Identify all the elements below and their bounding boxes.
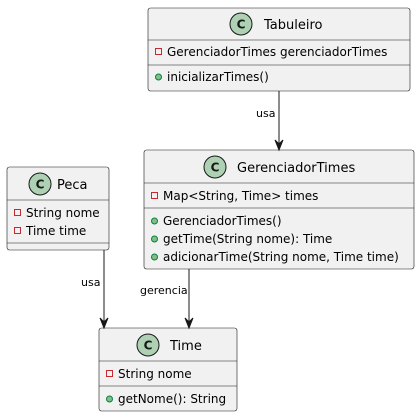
- attribute-row: String nome: [14, 206, 100, 220]
- private-visibility-icon: [14, 227, 21, 234]
- class-gerenciador-times-name: GerenciadorTimes: [237, 161, 355, 176]
- private-visibility-icon: [155, 48, 162, 55]
- svg-text:C: C: [144, 339, 153, 353]
- public-visibility-icon: [151, 235, 158, 243]
- private-visibility-icon: [106, 370, 113, 377]
- svg-text:Time time: Time time: [25, 224, 86, 238]
- relation-label: usa: [256, 107, 275, 120]
- svg-text:inicializarTimes(): inicializarTimes(): [167, 70, 269, 84]
- public-visibility-icon: [151, 217, 158, 225]
- relation-label: usa: [81, 276, 100, 289]
- class-badge-icon: C: [203, 155, 227, 179]
- method-row: GerenciadorTimes(): [151, 214, 282, 228]
- relation-gerenciador-time: gerencia: [140, 269, 194, 330]
- class-badge-icon: C: [136, 333, 160, 357]
- class-tabuleiro[interactable]: C Tabuleiro GerenciadorTimes gerenciador…: [147, 7, 411, 92]
- class-time-name: Time: [169, 339, 202, 354]
- class-tabuleiro-name: Tabuleiro: [263, 18, 323, 33]
- arrowhead-icon: [99, 317, 109, 330]
- relation-peca-time: usa: [81, 250, 109, 330]
- svg-text:adicionarTime(String nome, Tim: adicionarTime(String nome, Time time): [163, 250, 399, 264]
- svg-text:String nome: String nome: [118, 367, 192, 381]
- svg-text:String nome: String nome: [26, 206, 100, 220]
- attribute-row: String nome: [106, 367, 192, 381]
- class-gerenciador-times[interactable]: C GerenciadorTimes Map<String, Time> tim…: [143, 149, 415, 270]
- public-visibility-icon: [106, 395, 113, 403]
- class-peca-name: Peca: [57, 178, 88, 193]
- svg-text:GerenciadorTimes(): GerenciadorTimes(): [163, 214, 282, 228]
- method-row: getNome(): String: [106, 392, 226, 406]
- method-row: adicionarTime(String nome, Time time): [151, 250, 399, 264]
- class-peca[interactable]: C Peca String nome Time time: [6, 166, 110, 251]
- svg-text:getNome(): String: getNome(): String: [118, 392, 226, 406]
- svg-text:Map<String, Time> times: Map<String, Time> times: [163, 189, 318, 203]
- class-badge-icon: C: [28, 172, 52, 196]
- arrowhead-icon: [184, 317, 194, 330]
- svg-text:getTime(String nome): Time: getTime(String nome): Time: [163, 232, 332, 246]
- arrowhead-icon: [274, 139, 284, 152]
- relation-tabuleiro-gerenciador: usa: [256, 91, 284, 152]
- method-row: getTime(String nome): Time: [151, 232, 332, 246]
- relation-label: gerencia: [140, 284, 188, 297]
- public-visibility-icon: [155, 73, 162, 81]
- public-visibility-icon: [151, 253, 158, 261]
- attribute-row: GerenciadorTimes gerenciadorTimes: [155, 45, 387, 59]
- class-badge-icon: C: [229, 12, 253, 36]
- class-time[interactable]: C Time String nome getNome(): String: [98, 327, 238, 412]
- method-row: inicializarTimes(): [155, 70, 269, 84]
- private-visibility-icon: [151, 192, 158, 199]
- attribute-row: Time time: [14, 224, 86, 238]
- svg-text:GerenciadorTimes gerenciadorTi: GerenciadorTimes gerenciadorTimes: [167, 45, 387, 59]
- svg-text:C: C: [237, 18, 246, 32]
- private-visibility-icon: [14, 209, 21, 216]
- svg-text:C: C: [211, 161, 220, 175]
- svg-text:C: C: [36, 178, 45, 192]
- attribute-row: Map<String, Time> times: [151, 189, 318, 203]
- class-time-box: [98, 327, 238, 412]
